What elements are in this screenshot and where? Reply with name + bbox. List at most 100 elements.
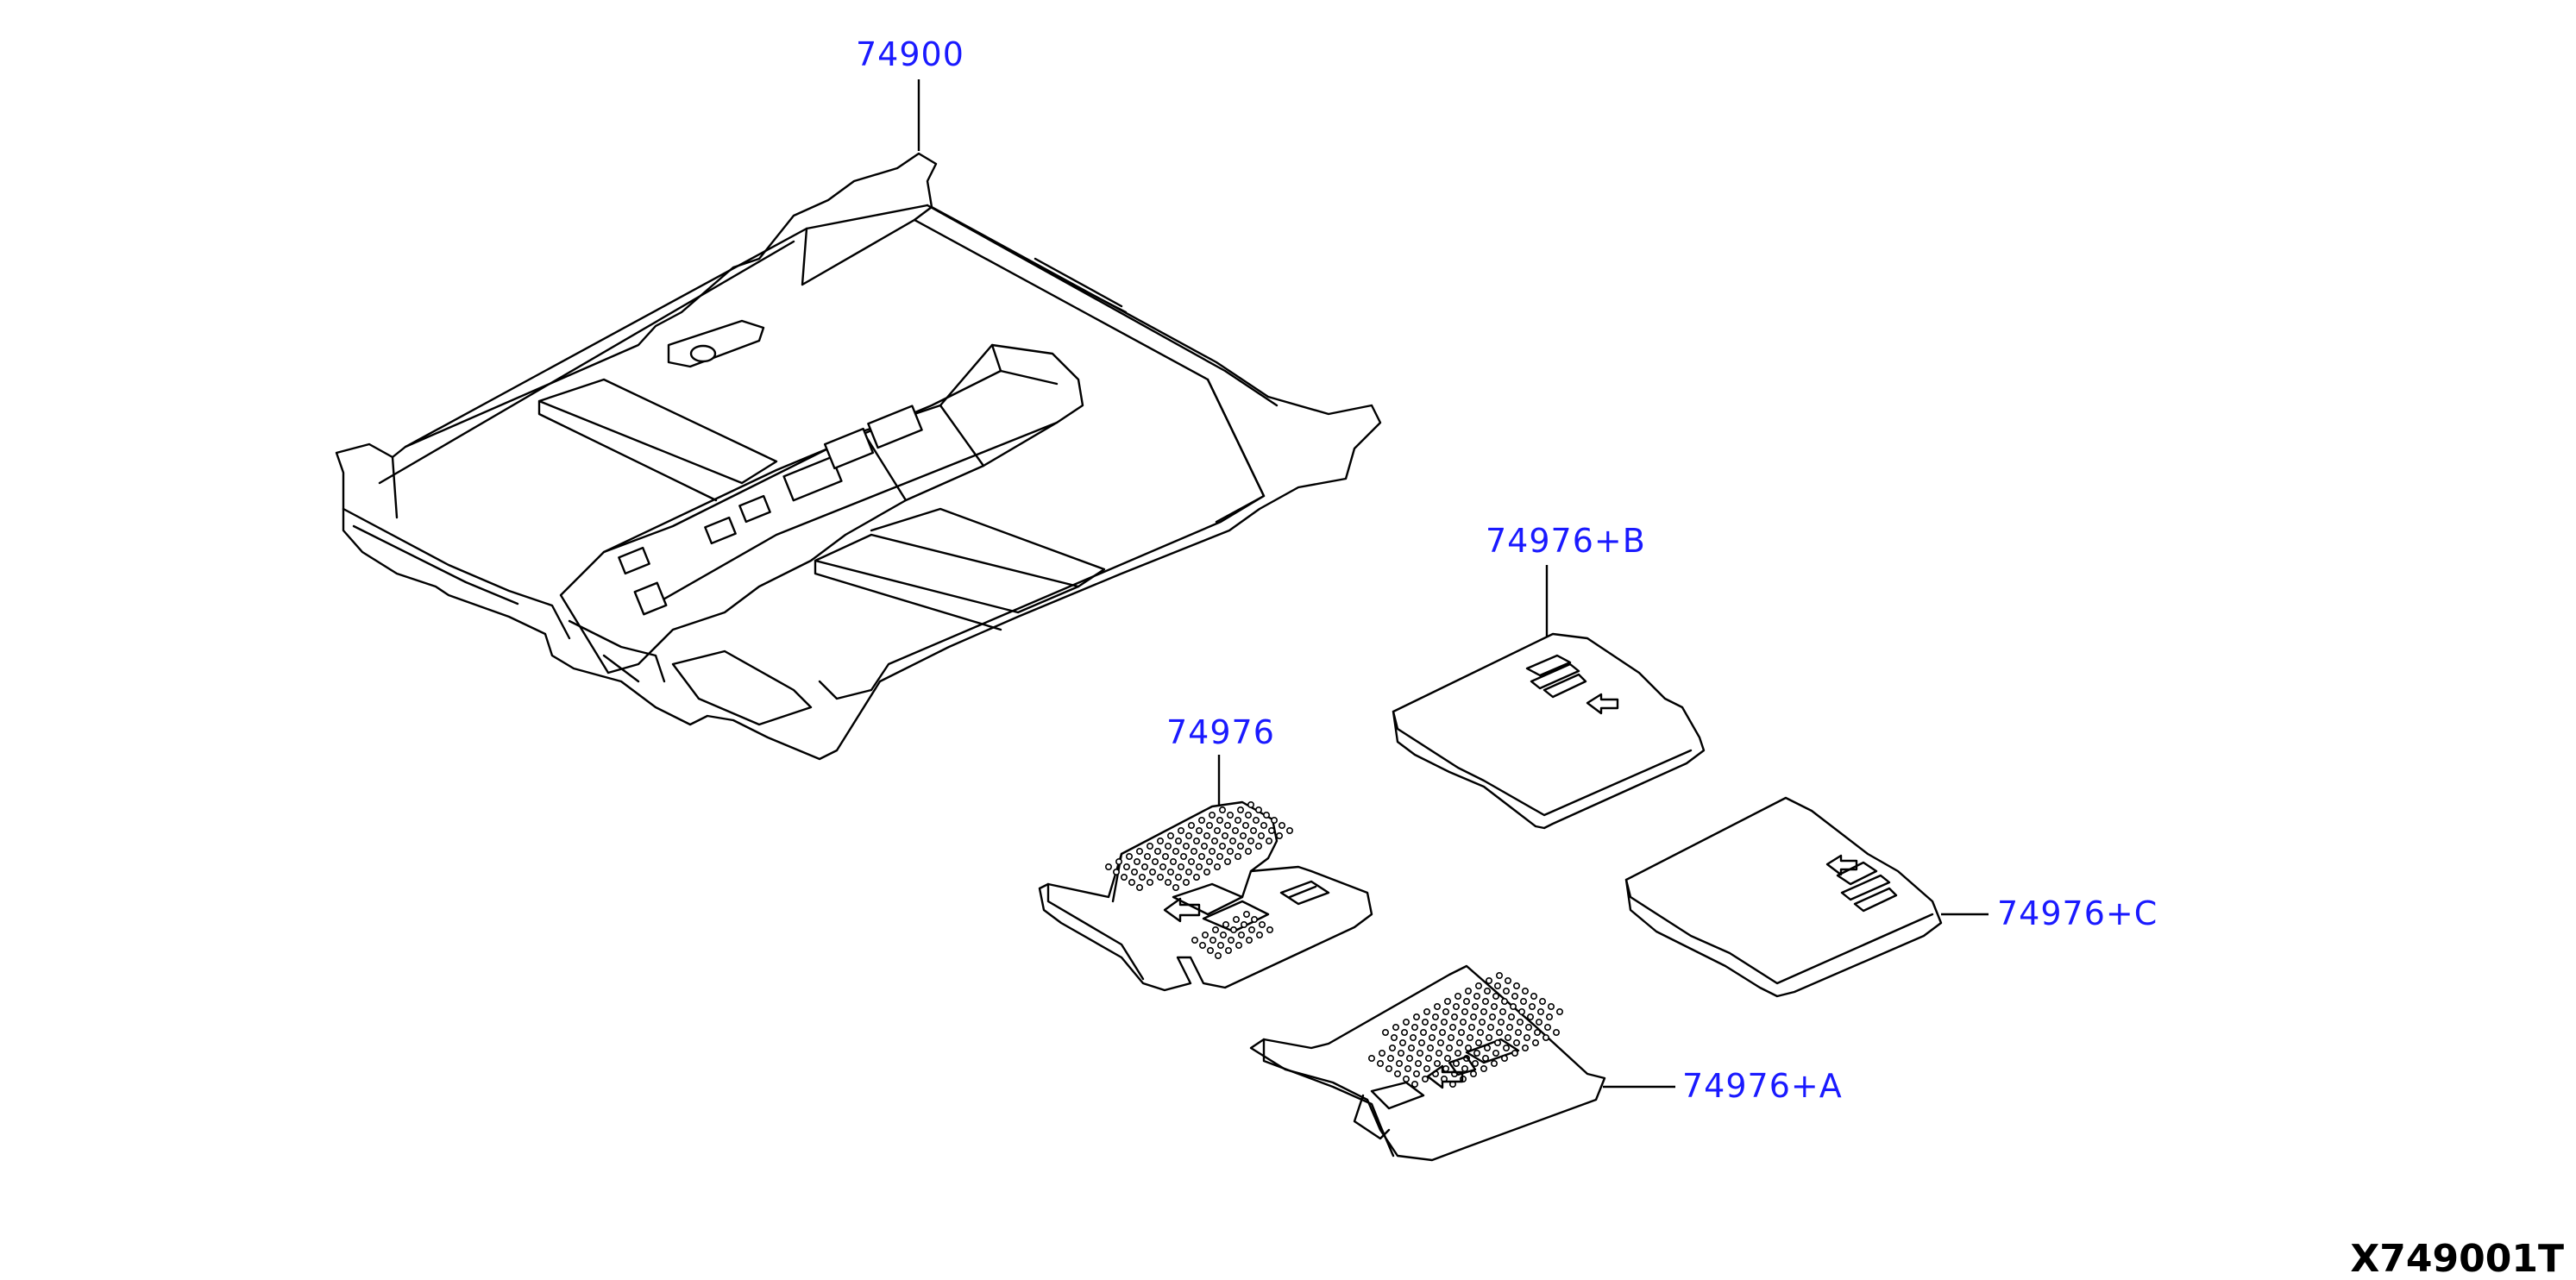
mat-texture-dot bbox=[1498, 1019, 1505, 1026]
mat-texture-dot bbox=[1539, 998, 1547, 1006]
mat-texture-dot bbox=[1553, 1029, 1561, 1037]
mat-texture-dot bbox=[1134, 857, 1141, 865]
mat-texture-dot bbox=[1437, 1039, 1445, 1047]
mat-texture-dot bbox=[1258, 831, 1266, 839]
mat-texture-dot bbox=[1147, 878, 1154, 886]
mat-texture-dot bbox=[1201, 842, 1209, 850]
mat-texture-dot bbox=[1202, 932, 1209, 939]
arrow-icon bbox=[1586, 693, 1619, 715]
mat-texture-dot bbox=[1534, 1029, 1542, 1037]
carpet-footwell-right bbox=[671, 649, 813, 726]
mat-texture-dot bbox=[1542, 1034, 1550, 1042]
mat-texture-dot bbox=[1449, 1024, 1457, 1032]
front-floor-mat-right[interactable] bbox=[1249, 964, 1606, 1162]
mat-texture-dot bbox=[1188, 857, 1196, 865]
mat-texture-dot bbox=[1430, 1024, 1438, 1032]
mat-texture-dot bbox=[1154, 847, 1162, 855]
mat-texture-dot bbox=[1198, 816, 1206, 824]
mat-texture-dot bbox=[1255, 806, 1263, 813]
mat-texture-dot bbox=[1178, 863, 1185, 870]
mat-texture-dot bbox=[1413, 1070, 1421, 1078]
mat-texture-dot bbox=[1222, 921, 1230, 929]
callout-rear-mat-left[interactable]: 74976+B bbox=[1486, 522, 1646, 560]
mat-texture-dot bbox=[1139, 873, 1147, 881]
mat-texture-dot bbox=[1203, 868, 1211, 875]
mat-texture-dot bbox=[1475, 982, 1483, 990]
mat-texture-dot bbox=[1417, 1050, 1424, 1057]
mat-texture-dot bbox=[1144, 852, 1152, 860]
callout-front-mat-right[interactable]: 74976+A bbox=[1682, 1067, 1843, 1105]
mat-texture-dot bbox=[1105, 863, 1113, 870]
callout-rear-mat-right[interactable]: 74976+C bbox=[1997, 894, 2158, 932]
mat-texture-dot bbox=[1216, 852, 1224, 860]
mat-texture-dot bbox=[1175, 837, 1183, 844]
front-mat-left-heel-pad bbox=[1172, 882, 1270, 933]
mat-texture-dot bbox=[1505, 1034, 1512, 1042]
mat-texture-dot bbox=[1228, 937, 1235, 944]
mat-texture-dot bbox=[1411, 1024, 1419, 1032]
mat-texture-dot bbox=[1422, 1076, 1429, 1083]
mat-texture-dot bbox=[1235, 942, 1243, 950]
mat-texture-dot bbox=[1496, 972, 1504, 980]
mat-texture-dot bbox=[1167, 831, 1175, 839]
front-mat-left-dots bbox=[1105, 800, 1294, 960]
carpet-tunnel-ridge bbox=[602, 369, 1059, 605]
carpet-cutout-5 bbox=[738, 494, 771, 524]
mat-texture-dot bbox=[1468, 1024, 1476, 1032]
front-mat-right-heel-pad bbox=[1370, 1038, 1520, 1110]
front-mat-left-hook bbox=[1279, 880, 1330, 906]
mat-texture-dot bbox=[1126, 852, 1134, 860]
carpet-rear-wall bbox=[801, 204, 933, 286]
mat-texture-dot bbox=[1276, 831, 1284, 839]
mat-texture-dot bbox=[1492, 1050, 1500, 1057]
front-mat-right-dots bbox=[1368, 972, 1564, 1089]
mat-texture-dot bbox=[1444, 998, 1452, 1006]
mat-texture-dot bbox=[1517, 1019, 1524, 1026]
rear-floor-mat-left[interactable] bbox=[1392, 632, 1706, 830]
mat-texture-dot bbox=[1396, 1060, 1404, 1068]
mat-texture-dot bbox=[1238, 932, 1246, 939]
mat-texture-dot bbox=[1131, 868, 1139, 875]
mat-texture-dot bbox=[1377, 1060, 1385, 1068]
mat-texture-dot bbox=[1511, 993, 1519, 1001]
carpet-mid-crossmember bbox=[870, 507, 1106, 588]
mat-texture-dot bbox=[1439, 1029, 1447, 1037]
mat-texture-dot bbox=[1212, 926, 1220, 934]
mat-texture-dot bbox=[1222, 831, 1229, 839]
front-floor-mat-left[interactable] bbox=[1038, 800, 1373, 992]
mat-texture-dot bbox=[1227, 811, 1235, 819]
mat-texture-dot bbox=[1245, 811, 1253, 819]
mat-texture-dot bbox=[1259, 921, 1266, 929]
callout-main-carpet[interactable]: 74900 bbox=[856, 35, 964, 73]
floor-carpet-assembly[interactable] bbox=[335, 152, 1382, 761]
mat-texture-dot bbox=[1180, 852, 1188, 860]
mat-texture-dot bbox=[1379, 1050, 1386, 1057]
callout-front-mat-left[interactable]: 74976 bbox=[1166, 713, 1275, 751]
mat-texture-dot bbox=[1434, 1060, 1442, 1068]
mat-texture-dot bbox=[1487, 1024, 1495, 1032]
mat-texture-dot bbox=[1185, 831, 1193, 839]
mat-texture-dot bbox=[1463, 998, 1471, 1006]
mat-texture-dot bbox=[1183, 842, 1191, 850]
mat-texture-dot bbox=[1167, 868, 1175, 875]
mat-texture-dot bbox=[1128, 878, 1136, 886]
mat-texture-dot bbox=[1499, 1008, 1507, 1016]
carpet-front-edge-lower bbox=[352, 524, 519, 605]
mat-texture-dot bbox=[1546, 1013, 1554, 1021]
mat-texture-dot bbox=[1470, 1070, 1478, 1078]
carpet-front-edge bbox=[342, 507, 571, 640]
mat-texture-dot bbox=[1473, 993, 1481, 1001]
mat-texture-dot bbox=[1191, 937, 1199, 944]
mat-texture-dot bbox=[1513, 982, 1521, 990]
mat-texture-dot bbox=[1411, 1081, 1419, 1089]
diagram-id: X749001T bbox=[2350, 1237, 2564, 1280]
mat-texture-dot bbox=[1544, 1024, 1552, 1032]
mat-texture-dot bbox=[1461, 1008, 1469, 1016]
mat-texture-dot bbox=[1152, 857, 1159, 865]
mat-texture-dot bbox=[1503, 988, 1511, 995]
mat-texture-dot bbox=[1219, 806, 1227, 813]
rear-floor-mat-right[interactable] bbox=[1624, 796, 1943, 998]
mat-texture-dot bbox=[1508, 1013, 1516, 1021]
mat-texture-dot bbox=[1427, 1045, 1435, 1052]
mat-texture-dot bbox=[1436, 1050, 1443, 1057]
